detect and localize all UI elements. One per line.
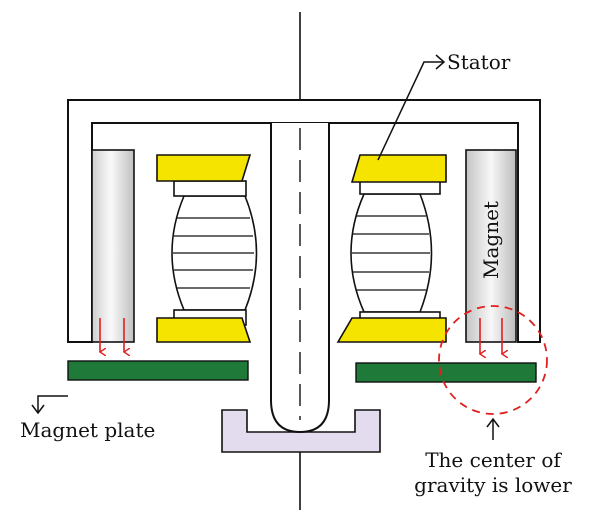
stator-label: Stator bbox=[447, 50, 511, 74]
right-stator-top bbox=[350, 154, 447, 183]
magnet-label: Magnet bbox=[479, 201, 503, 279]
magnet-plate-leader-arrowhead bbox=[31, 404, 45, 415]
left-stator-top bbox=[156, 154, 252, 182]
left-attraction-arrows bbox=[100, 318, 124, 352]
right-stator-bottom bbox=[336, 317, 447, 343]
right-magnet-plate bbox=[355, 362, 537, 383]
bottom-bracket bbox=[221, 409, 381, 453]
right-coil-windings bbox=[352, 215, 430, 291]
left-magnet bbox=[91, 149, 135, 343]
magnet-plate-leader-line bbox=[37, 395, 68, 412]
stator-leader-arrowhead bbox=[435, 54, 446, 70]
left-coil-top-flange bbox=[173, 180, 247, 197]
left-coil-windings bbox=[173, 217, 254, 289]
magnet-plate-label: Magnet plate bbox=[20, 418, 155, 442]
right-magnet bbox=[465, 149, 517, 343]
left-magnet-plate bbox=[67, 360, 249, 381]
right-attraction-arrows bbox=[480, 318, 502, 354]
left-stator-bottom bbox=[156, 317, 252, 343]
cog-leader-arrowhead bbox=[486, 417, 500, 428]
stator-leader-line bbox=[377, 61, 444, 161]
cog-label-line-1: The center of bbox=[425, 448, 562, 472]
center-of-gravity-highlight bbox=[438, 305, 548, 415]
housing-frame bbox=[67, 99, 541, 343]
cog-label-line-2: gravity is lower bbox=[414, 473, 572, 497]
